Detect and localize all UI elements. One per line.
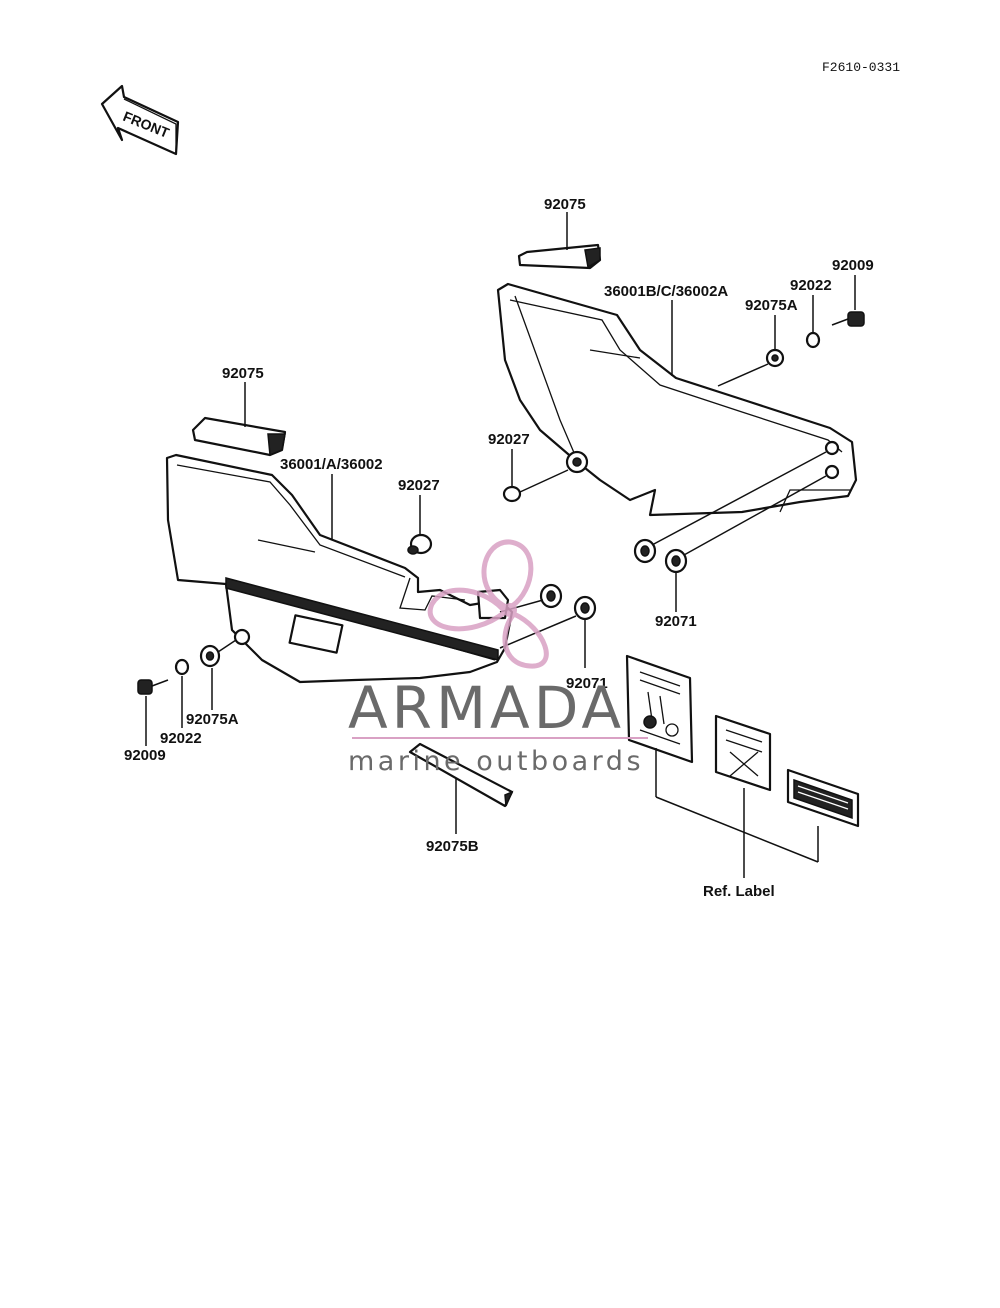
left-washer — [174, 658, 190, 676]
right-bolt — [831, 311, 865, 327]
callout-right-cover: 36001B/C/36002A — [604, 283, 728, 300]
left-grommet-a — [199, 644, 221, 668]
left-rubber-strip — [191, 416, 287, 457]
callout-left-cover: 36001/A/36002 — [280, 456, 383, 473]
left-side-cover — [165, 453, 514, 684]
right-washer — [805, 331, 821, 349]
callout-left-strip: 92075 — [222, 365, 264, 382]
callout-right-grommets: 92071 — [655, 613, 697, 630]
callout-left-bolt: 92009 — [124, 747, 166, 764]
watermark-brand: ARMADA — [348, 674, 625, 742]
propeller-logo-icon — [427, 539, 549, 669]
left-grommets — [539, 583, 597, 621]
left-bolt — [137, 679, 169, 695]
right-grommets — [633, 538, 688, 574]
callout-bottom-strip: 92075B — [426, 838, 479, 855]
bottom-rubber-strip — [408, 742, 514, 808]
watermark-tagline: marine outboards — [348, 746, 644, 777]
callout-left-grommets: 92071 — [566, 675, 608, 692]
right-side-cover — [496, 282, 858, 517]
decal-warning-plate — [625, 654, 694, 764]
diagram-code: F2610-0331 — [822, 60, 900, 75]
decal-info-plate — [786, 768, 860, 828]
callout-right-bolt: 92009 — [832, 257, 874, 274]
callout-right-grommet-a: 92075A — [745, 297, 798, 314]
decal-caution-plate — [714, 714, 772, 792]
callout-left-washer: 92022 — [160, 730, 202, 747]
right-collar — [502, 485, 522, 503]
callout-left-grommet-a: 92075A — [186, 711, 239, 728]
callout-right-washer: 92022 — [790, 277, 832, 294]
right-rubber-strip — [517, 243, 602, 270]
callout-left-collar: 92027 — [398, 477, 440, 494]
left-collar — [407, 533, 433, 555]
callout-right-collar: 92027 — [488, 431, 530, 448]
callout-right-strip: 92075 — [544, 196, 586, 213]
ref-label-caption: Ref. Label — [703, 883, 775, 900]
front-arrow-icon: FRONT — [100, 84, 180, 156]
